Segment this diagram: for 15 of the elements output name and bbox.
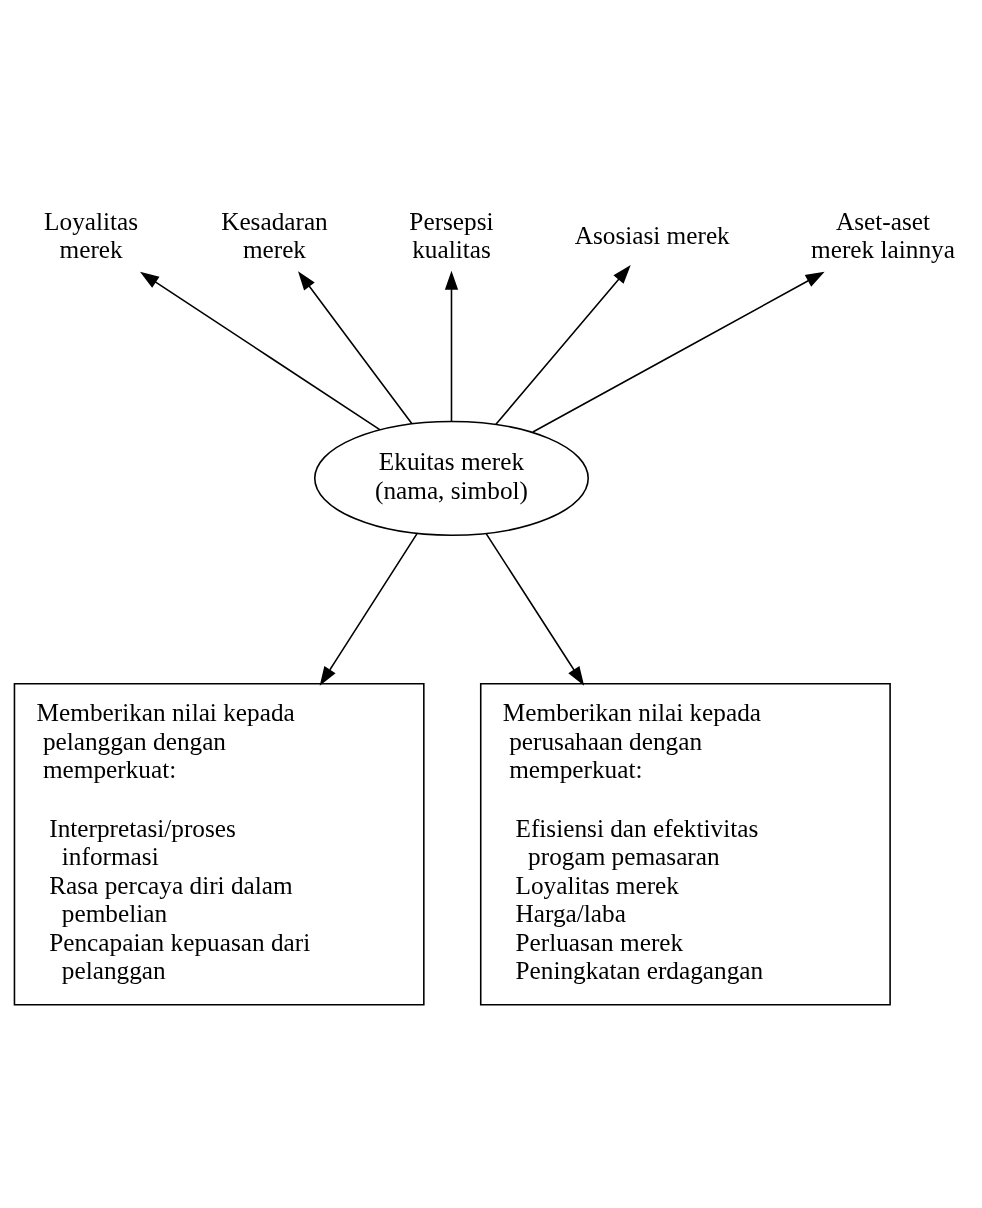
arrow (444, 270, 459, 422)
node-text: Persepsi kualitas (409, 206, 494, 264)
arrow (298, 271, 413, 425)
arrow (532, 271, 825, 433)
arrow (485, 532, 585, 686)
node-text: Asosiasi merek (574, 221, 730, 250)
node-text: Aset-aset merek lainnya (811, 206, 955, 264)
node-ellipse: Ekuitas merek (nama, simbol) (313, 420, 589, 537)
node-box: Memberikan nilai kepada perusahaan dengan memperkuat: Efisiensi dan efektivitas progam pemasaran Loyalitas merek Harga/laba Perluasan merek Peningkatan erdagangan (479, 683, 891, 1006)
arrow (140, 271, 381, 431)
node-box: Memberikan nilai kepada pelanggan dengan memperkuat: Interpretasi/proses informasi Rasa percaya diri dalam pembelian Pencapaian kepuasan dari pelanggan (13, 683, 425, 1006)
node-text: Loyalitas merek (44, 206, 139, 264)
node-text: Kesadaran merek (221, 206, 328, 264)
arrow (319, 532, 418, 686)
arrow (494, 265, 631, 426)
